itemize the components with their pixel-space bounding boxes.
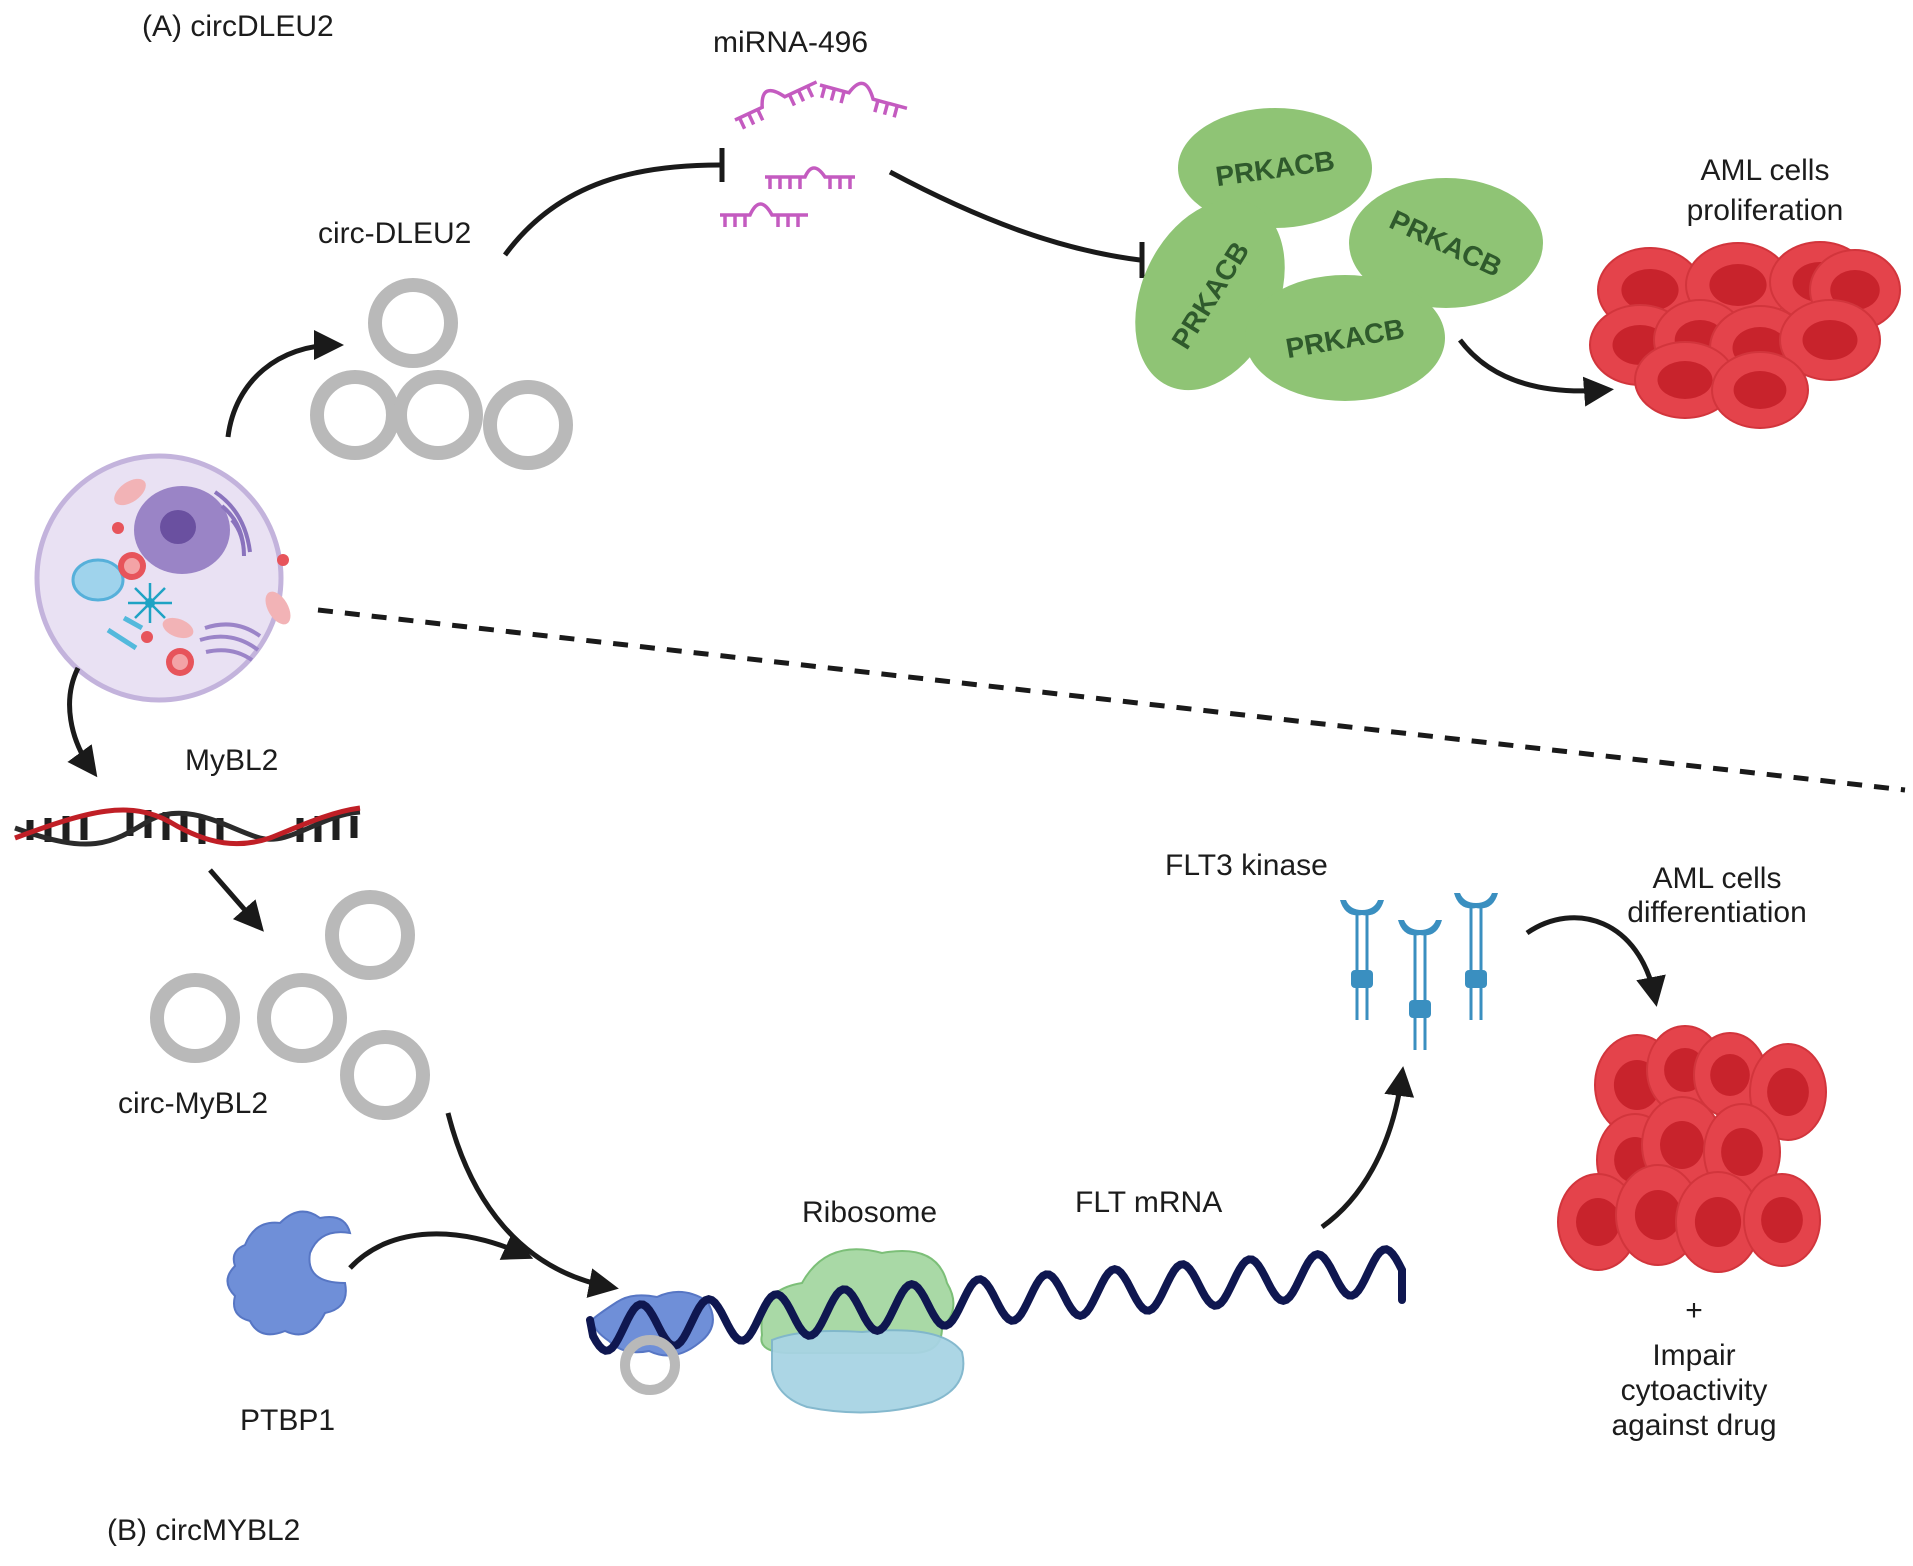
circ-mybl2-bound-ring bbox=[620, 1335, 680, 1395]
effect-label-line2: cytoactivity bbox=[1621, 1374, 1768, 1407]
arrow-mrna-to-flt3 bbox=[1320, 1066, 1415, 1230]
prkacb-ellipse bbox=[1349, 178, 1543, 308]
proliferation-label-line2: proliferation bbox=[1687, 194, 1844, 227]
effect-label-line3: against drug bbox=[1611, 1409, 1776, 1442]
panel-b-heading: (B) circMYBL2 bbox=[107, 1514, 300, 1547]
ptbp1-protein-icon bbox=[226, 1210, 352, 1336]
prkacb-ellipse bbox=[1178, 108, 1372, 228]
circ-dleu2-label: circ-DLEU2 bbox=[318, 217, 471, 250]
inhibit-mirna-prkacb bbox=[888, 169, 1141, 263]
aml-cell bbox=[1779, 299, 1881, 381]
plus-sign: + bbox=[1685, 1294, 1703, 1327]
flt-mrna-strand bbox=[586, 1245, 1406, 1355]
flt3-receptor bbox=[1398, 920, 1442, 1050]
mybl2-label: MyBL2 bbox=[185, 744, 278, 777]
dna-helix-icon bbox=[14, 805, 361, 847]
circ-mybl2-ring bbox=[150, 973, 240, 1063]
aml-cell bbox=[1711, 351, 1809, 429]
prkacb-proteins: PRKACB PRKACB PRKACB PRKACB bbox=[1135, 108, 1543, 401]
mirna-label: miRNA-496 bbox=[713, 26, 868, 59]
prkacb-ellipse bbox=[1245, 275, 1445, 401]
ribosome-small-subunit bbox=[771, 1329, 965, 1414]
circ-dleu2-ring bbox=[393, 370, 483, 460]
differentiation-label-line2: differentiation bbox=[1627, 896, 1807, 929]
arrow-cell-to-circdleu2 bbox=[225, 330, 344, 438]
circ-mybl2-ring bbox=[325, 890, 415, 980]
proliferation-label-line1: AML cells bbox=[1701, 154, 1830, 187]
effect-label-line1: Impair bbox=[1652, 1339, 1735, 1372]
inhibit-circdleu2-mirna bbox=[502, 162, 721, 257]
flt-mrna-label: FLT mRNA bbox=[1075, 1186, 1222, 1219]
arrow-mybl2-to-circ bbox=[208, 868, 264, 932]
differentiation-label-line1: AML cells bbox=[1653, 862, 1782, 895]
aml-cells-differentiating bbox=[1557, 1025, 1827, 1273]
panel-divider bbox=[317, 607, 1906, 793]
circ-dleu2-ring bbox=[483, 380, 573, 470]
circ-dleu2-ring bbox=[310, 370, 400, 460]
ribosome-label: Ribosome bbox=[802, 1196, 937, 1229]
arrow-ptbp1-to-complex bbox=[348, 1231, 534, 1270]
flt3-receptor bbox=[1340, 900, 1384, 1020]
aml-cell bbox=[1743, 1173, 1821, 1267]
circ-mybl2-label: circ-MyBL2 bbox=[118, 1087, 268, 1120]
aml-cell bbox=[1634, 341, 1736, 419]
aml-cells-proliferating bbox=[1589, 241, 1901, 429]
ptbp1-label: PTBP1 bbox=[240, 1404, 335, 1437]
aml-cell bbox=[1675, 1171, 1761, 1273]
flt3-kinase-label: FLT3 kinase bbox=[1165, 849, 1328, 882]
arrow-cell-to-mybl2 bbox=[67, 666, 98, 778]
mirna-496-icon bbox=[720, 80, 908, 227]
circ-dleu2-ring bbox=[368, 278, 458, 368]
panel-a-heading: (A) circDLEU2 bbox=[142, 10, 334, 43]
aml-cell bbox=[1749, 1043, 1827, 1141]
arrow-circ-to-complex bbox=[445, 1112, 619, 1298]
circ-mybl2-ring bbox=[257, 973, 347, 1063]
arrow-prkacb-to-proliferation bbox=[1458, 338, 1614, 407]
arrow-flt3-to-differentiation bbox=[1525, 915, 1666, 1007]
circ-dleu2-rings bbox=[310, 278, 573, 470]
circ-mybl2-ring bbox=[340, 1030, 430, 1120]
flt3-receptors bbox=[1340, 893, 1498, 1050]
flt3-receptor bbox=[1454, 893, 1498, 1020]
eukaryotic-cell-icon bbox=[34, 453, 291, 703]
circ-mybl2-rings bbox=[150, 890, 430, 1120]
